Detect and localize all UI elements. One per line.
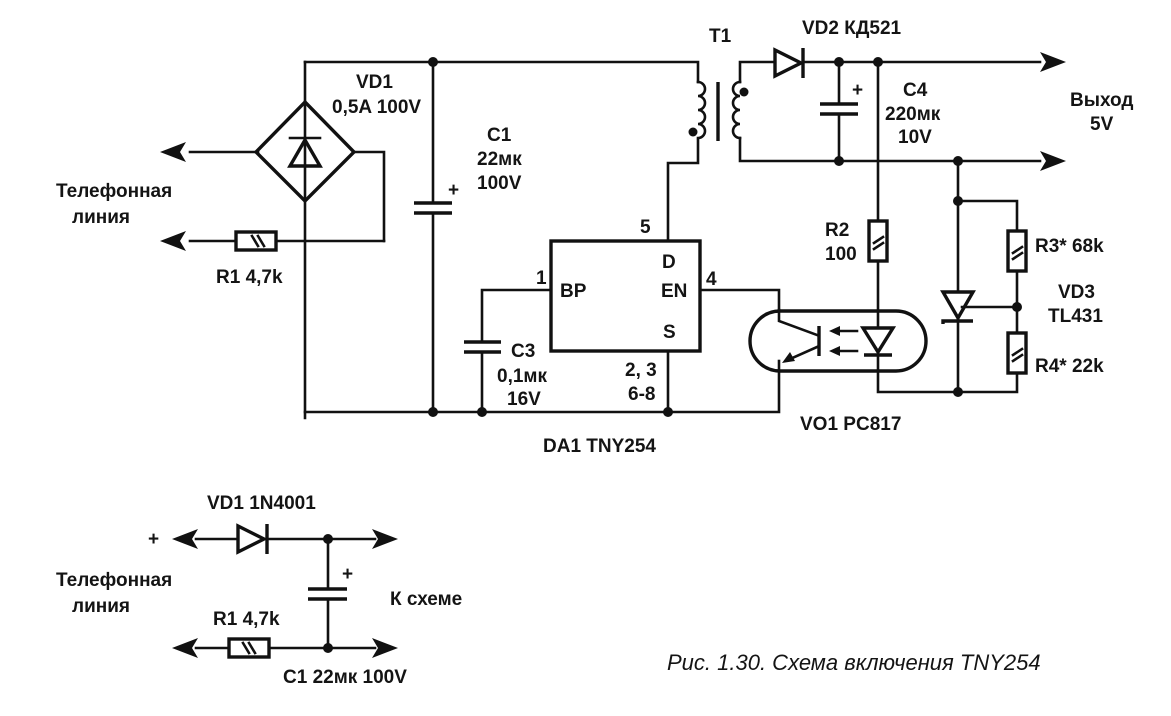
c4-ref: C4 <box>903 80 928 101</box>
ground-rail <box>303 369 781 414</box>
input-label-line1: Телефонная <box>56 181 172 202</box>
r2-resistor <box>867 60 889 328</box>
r2-ref: R2 <box>825 220 849 241</box>
vd3-tl431 <box>940 159 1019 394</box>
alt-vd1-diode <box>194 523 377 555</box>
alt-output-label: К схеме <box>390 589 462 610</box>
t1-primary-dot <box>688 127 698 137</box>
alt-plus-sign: + <box>148 529 159 550</box>
alt-r1-resistor <box>194 637 377 659</box>
alt-c1-label: C1 22мк 100V <box>283 667 407 688</box>
junction-gnd-c1 <box>428 407 438 417</box>
alt-input-label-line1: Телефонная <box>56 570 172 591</box>
da1-pin-s-number-line1: 2, 3 <box>625 360 657 381</box>
vd1-value: 0,5A 100V <box>332 97 421 118</box>
alt-vd1-label: VD1 1N4001 <box>207 493 316 514</box>
r2-value: 100 <box>825 244 857 265</box>
input-arrow-bottom <box>160 231 186 251</box>
alt-r1-label: R1 4,7k <box>213 609 280 630</box>
c4-polarity: + <box>852 80 863 101</box>
t1-secondary-dot <box>739 87 749 97</box>
output-arrow-bottom <box>1040 151 1066 171</box>
c3-value: 0,1мк <box>497 366 547 387</box>
da1-pin-bp-number: 1 <box>536 268 547 289</box>
main-circuit: Телефонная линия R1 4,7k VD1 0,5A 100V <box>56 18 1133 457</box>
da1-pin-d-name: D <box>662 252 676 273</box>
alt-input-arrow-bottom <box>172 638 198 658</box>
da1-pin-s-number-line2: 6-8 <box>628 384 655 405</box>
c3-voltage: 16V <box>507 389 541 410</box>
input-terminals <box>160 142 260 251</box>
input-label-line2: линия <box>72 207 130 228</box>
vd2-diode <box>773 47 1042 79</box>
alt-junction-bottom <box>323 643 333 653</box>
da1-label: DA1 TNY254 <box>543 436 656 457</box>
alt-circuit: + Телефонная линия VD1 1N4001 R1 4,7k <box>56 493 462 688</box>
da1-pin-bp-name: BP <box>560 281 587 302</box>
da1-pin-s-name: S <box>663 322 676 343</box>
vo1-optocoupler <box>748 308 960 394</box>
r4-label: R4* 22k <box>1035 356 1104 377</box>
alt-input-arrow-top <box>172 529 198 549</box>
r3-label: R3* 68k <box>1035 236 1104 257</box>
da1-ic <box>549 138 781 414</box>
output-arrow-top <box>1040 52 1066 72</box>
alt-input-label-line2: линия <box>72 596 130 617</box>
output-label-line1: Выход <box>1070 90 1133 111</box>
vd1-ref: VD1 <box>356 72 393 93</box>
vd1-diode-bridge <box>253 60 386 420</box>
da1-pin-en-number: 4 <box>706 269 717 290</box>
vd3-ref: VD3 <box>1058 282 1095 303</box>
c1-capacitor <box>414 60 452 414</box>
c1-ref: C1 <box>487 125 512 146</box>
c1-polarity: + <box>448 180 459 201</box>
vo1-label: VO1 PC817 <box>800 414 901 435</box>
input-arrow-top <box>160 142 186 162</box>
t1-ref: T1 <box>709 26 732 47</box>
junction-c4-top <box>834 57 844 67</box>
alt-output-arrow-top <box>372 529 398 549</box>
output-label-line2: 5V <box>1090 114 1114 135</box>
junction-c4-bottom <box>834 156 844 166</box>
c1-voltage: 100V <box>477 173 522 194</box>
r1-resistor <box>234 230 386 252</box>
r4-resistor <box>956 331 1028 394</box>
junction-vd3-top <box>953 156 963 166</box>
vd2-label: VD2 КД521 <box>802 18 902 39</box>
c4-capacitor <box>820 60 858 163</box>
alt-junction-top <box>323 534 333 544</box>
c1-value: 22мк <box>477 149 522 170</box>
c4-voltage: 10V <box>898 127 932 148</box>
da1-pin-en-name: EN <box>661 281 687 302</box>
alt-output-arrow-bottom <box>372 638 398 658</box>
c3-ref: C3 <box>511 341 535 362</box>
alt-c1-capacitor <box>308 537 347 650</box>
alt-c1-polarity: + <box>342 564 353 585</box>
c3-capacitor <box>464 288 553 414</box>
da1-pin-d-number: 5 <box>640 217 651 238</box>
vd3-value: TL431 <box>1048 306 1103 327</box>
t1-transformer <box>688 60 1042 163</box>
c4-value: 220мк <box>885 104 941 125</box>
r1-label: R1 4,7k <box>216 267 283 288</box>
r3-resistor <box>956 199 1028 335</box>
figure-caption: Рис. 1.30. Схема включения TNY254 <box>667 650 1041 675</box>
